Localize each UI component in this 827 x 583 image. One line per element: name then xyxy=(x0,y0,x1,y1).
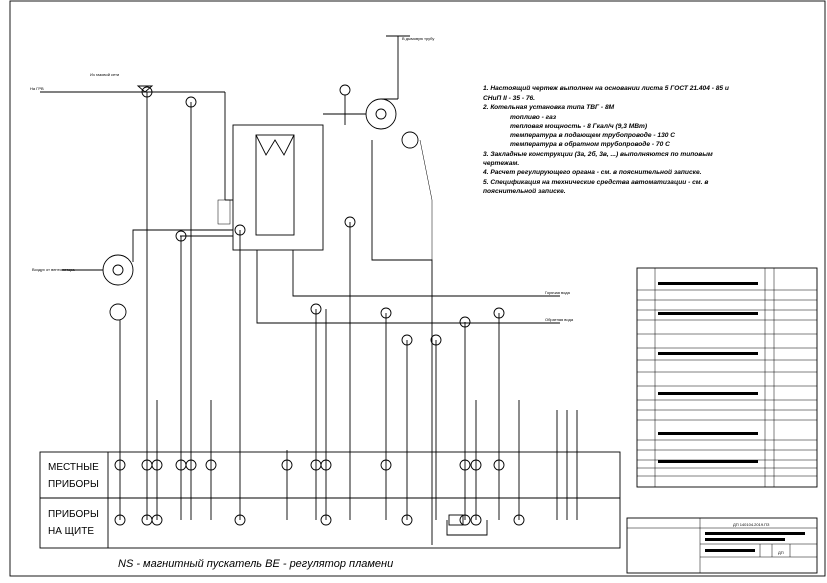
note-5a: 5. Спецификация на технические средства … xyxy=(483,178,708,186)
spec-table xyxy=(636,267,818,488)
gas-inlet-label: На ГРВ xyxy=(30,86,44,91)
note-1b: СНиП II - 35 - 76. xyxy=(483,95,535,102)
note-2-temp-return: температура в обратном трубопроводе - 70… xyxy=(510,140,670,148)
blower-fan-icon xyxy=(62,229,233,321)
title-block xyxy=(626,517,818,574)
note-2-temp-supply: температура в подающем трубопроводе - 13… xyxy=(510,131,675,139)
row-label-panel-2: НА ЩИТЕ xyxy=(48,526,94,537)
note-4: 4. Расчет регулирующего органа - см. в п… xyxy=(482,168,702,176)
doc-code: ДП 140104.2019.ПЗ xyxy=(733,522,770,527)
process-lines xyxy=(180,139,560,545)
row-label-panel-1: ПРИБОРЫ xyxy=(48,509,99,520)
note-1a: 1. Настоящий чертеж выполнен на основани… xyxy=(483,84,729,92)
field-instrument-icons xyxy=(141,84,505,346)
gas-line-label: Из газовой сети xyxy=(90,72,119,77)
row-label-local-1: МЕСТНЫЕ xyxy=(48,462,99,473)
spec-row-text-block xyxy=(658,432,758,435)
flue-outlet-label: В дымовую трубу xyxy=(402,36,434,41)
smoke-exhauster-icon xyxy=(323,35,419,149)
spec-row-text-block xyxy=(658,460,758,463)
spec-row-text-block xyxy=(658,312,758,315)
sheet-frame xyxy=(9,0,826,577)
panel-instrument-icons xyxy=(114,459,525,526)
legend-caption: NS - магнитный пускатель BE - регулятор … xyxy=(118,558,393,570)
note-5b: пояснительной записке. xyxy=(483,187,566,195)
note-2: 2. Котельная установка типа ТВГ - 8М xyxy=(482,104,615,111)
instrument-lines xyxy=(119,92,578,536)
spec-row-text-block xyxy=(658,352,758,355)
note-2-fuel: топливо - газ xyxy=(510,114,557,121)
note-3b: чертежам. xyxy=(483,160,519,167)
water-in-label: Обратная вода xyxy=(545,317,574,322)
water-out-label: Горячая вода xyxy=(545,290,571,295)
spec-row-text-block xyxy=(658,392,758,395)
air-inlet-label: Воздух от вентилятора xyxy=(32,267,75,272)
boiler-body xyxy=(232,124,324,251)
instrument-table xyxy=(39,451,621,549)
note-3a: 3. Закладные конструкции (3а, 2б, 3в, ..… xyxy=(483,150,713,158)
gas-supply-line xyxy=(40,85,233,225)
sheet-number: ДП xyxy=(778,550,784,555)
note-2-power: тепловая мощность - 8 Гкал/ч (9,3 МВт) xyxy=(510,123,647,130)
spec-row-text-block xyxy=(658,282,758,285)
row-label-local-2: ПРИБОРЫ xyxy=(48,479,99,490)
